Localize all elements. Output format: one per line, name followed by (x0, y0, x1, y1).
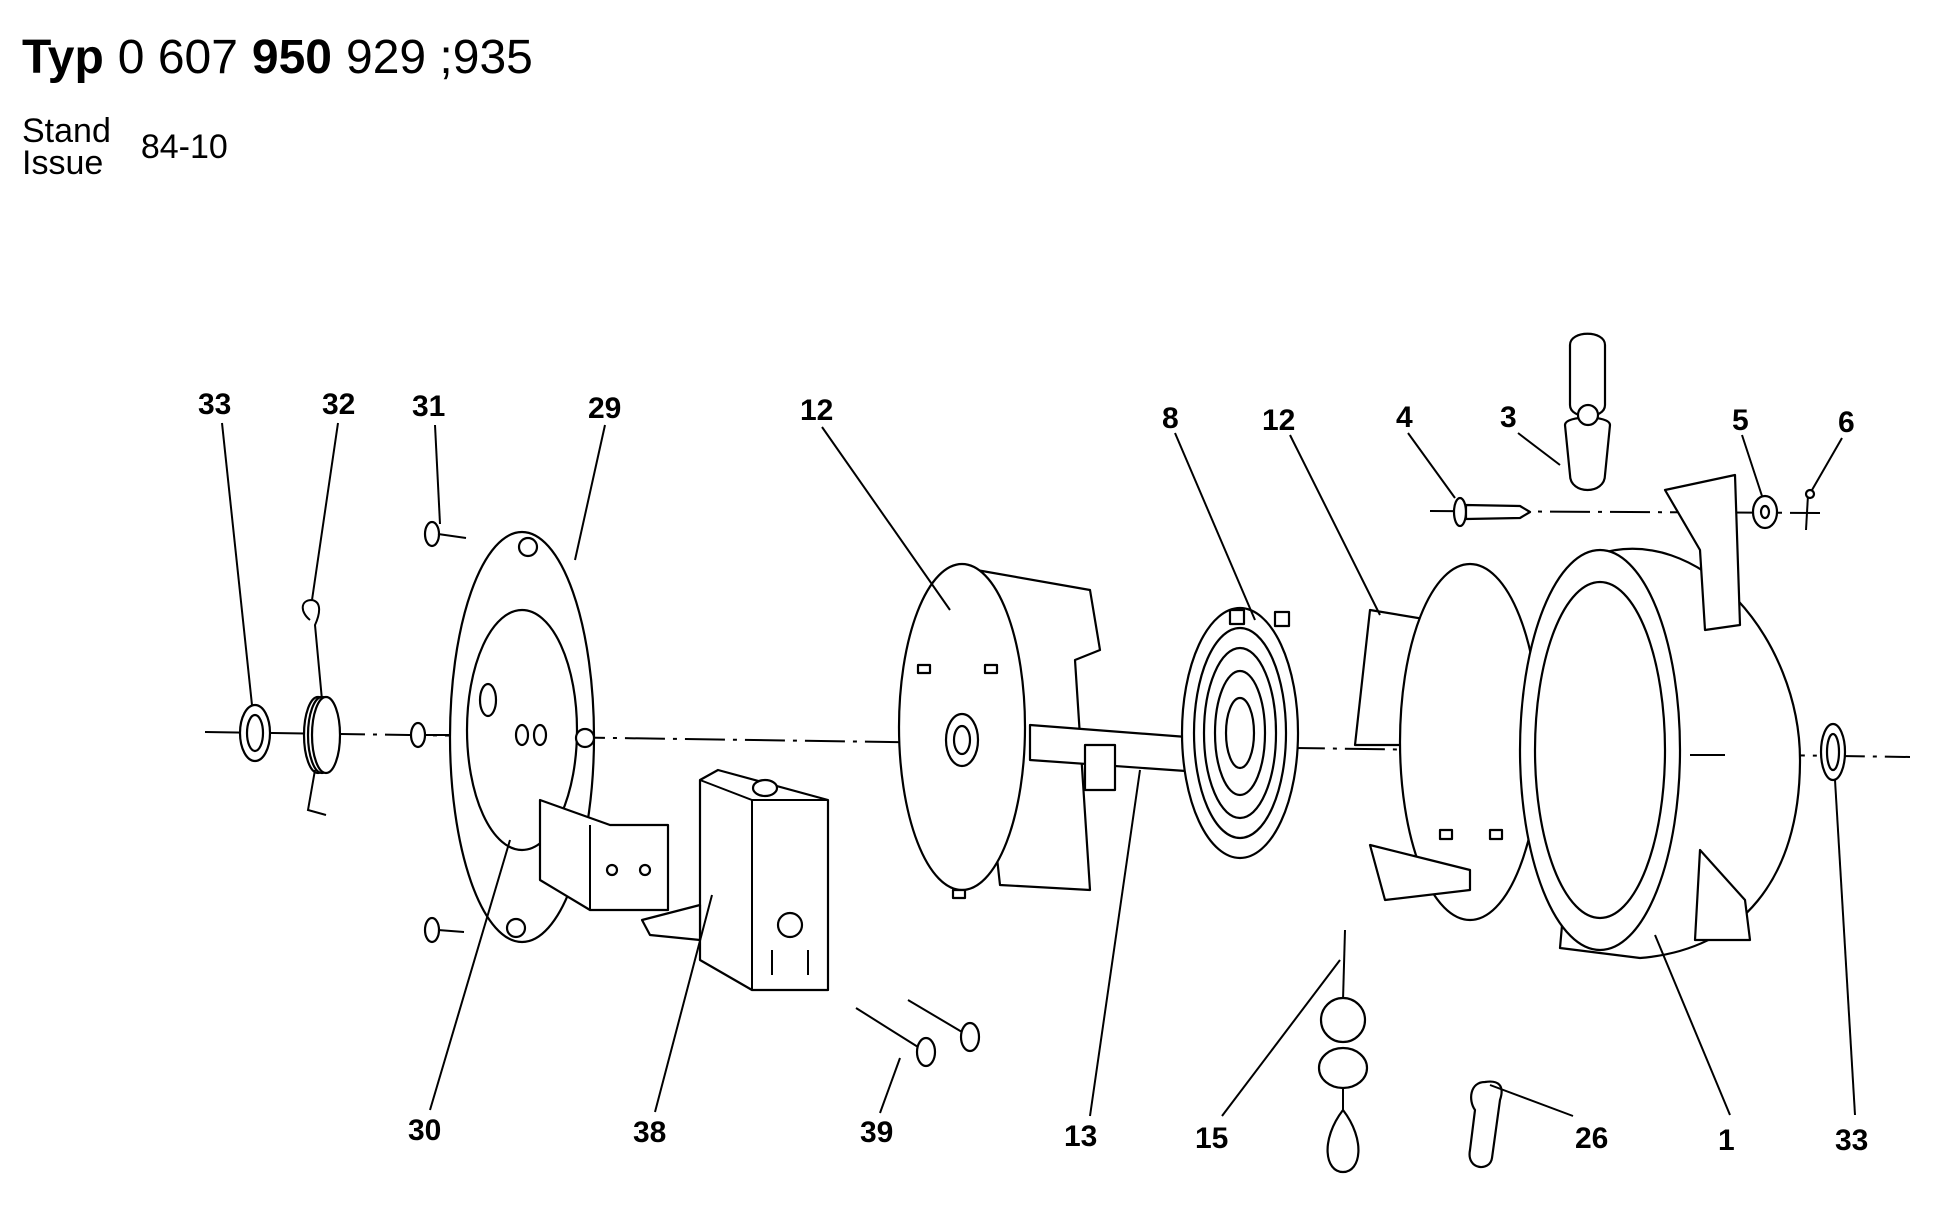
callout-3: 3 (1500, 401, 1517, 434)
part-26-snap-hook (1468, 1080, 1503, 1168)
callout-38: 38 (633, 1116, 666, 1149)
part-13-shaft (1028, 723, 1202, 792)
part-38-terminal-block (640, 768, 830, 992)
type-label: Typ (22, 31, 104, 84)
type-variants: 929 ;935 (346, 31, 533, 84)
issue-date: 84-10 (140, 127, 228, 166)
stand-label: Stand (22, 112, 111, 150)
leader-lines (221, 422, 1856, 1117)
callout-33-left: 33 (198, 388, 231, 421)
callout-13: 13 (1064, 1120, 1097, 1153)
callout-39: 39 (860, 1116, 893, 1149)
part-3-swivel (1563, 332, 1612, 491)
part-32-spring (301, 598, 342, 816)
callout-33-right: 33 (1835, 1124, 1868, 1157)
part-1-housing (1518, 473, 1802, 960)
callout-1: 1 (1718, 1124, 1735, 1157)
callout-12-left: 12 (800, 394, 833, 427)
callout-labels: 33 32 31 29 12 8 12 4 3 5 6 30 38 39 13 … (198, 388, 1868, 1157)
callout-12-right: 12 (1262, 404, 1295, 437)
callout-30: 30 (408, 1114, 441, 1147)
callout-8: 8 (1162, 402, 1179, 435)
issue-block: Stand Issue 84-10 (22, 112, 228, 182)
part-12-housing-half (897, 562, 1102, 900)
part-39-screws (855, 999, 981, 1068)
part-6-clip (1804, 488, 1816, 531)
part-33-ring-left (238, 703, 272, 763)
callout-6: 6 (1838, 406, 1855, 439)
part-33-ring-right (1819, 722, 1847, 782)
part-8-spring-coil (1180, 606, 1300, 860)
part-12-housing-half-right (1353, 562, 1542, 922)
part-15-cable-stop (1317, 929, 1369, 1174)
callout-32: 32 (322, 388, 355, 421)
part-5-washer (1751, 494, 1779, 530)
issue-label: Issue (22, 144, 104, 182)
callout-29: 29 (588, 392, 621, 425)
callout-4: 4 (1396, 401, 1413, 434)
part-30-bracket (538, 798, 670, 912)
callout-5: 5 (1732, 404, 1749, 437)
callout-26: 26 (1575, 1122, 1608, 1155)
part-4-pin (1452, 496, 1532, 528)
part-31-screws (409, 520, 467, 944)
callout-15: 15 (1195, 1122, 1228, 1155)
type-prefix: 0 607 (117, 31, 238, 84)
type-main: 950 (251, 31, 332, 84)
issue-labels: Stand Issue (22, 112, 111, 182)
callout-31: 31 (412, 390, 445, 423)
